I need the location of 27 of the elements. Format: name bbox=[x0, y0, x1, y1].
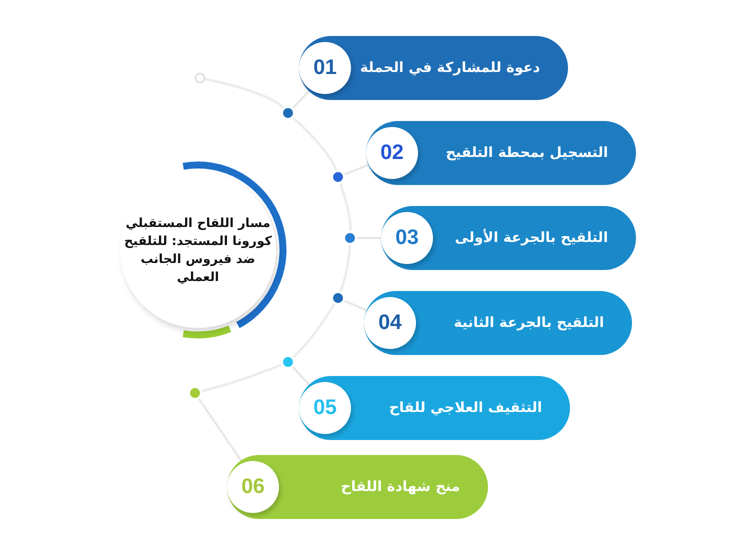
number-badge: 04 bbox=[364, 297, 416, 349]
step-pill bbox=[364, 291, 632, 355]
connector-line bbox=[198, 398, 242, 462]
step-pill bbox=[299, 376, 570, 440]
connector-line bbox=[292, 366, 310, 386]
timeline-dot bbox=[331, 291, 345, 305]
timeline-dot bbox=[331, 170, 345, 184]
timeline-dot bbox=[343, 231, 357, 245]
step-label: دعوة للمشاركة في الحملة bbox=[360, 59, 540, 78]
step-pill bbox=[299, 36, 568, 100]
connector-line bbox=[344, 164, 369, 176]
step-label: التلقيح بالجرعة الأولى bbox=[454, 228, 608, 248]
step-label: منح شهادة اللقاح bbox=[340, 478, 460, 497]
number-badge: 05 bbox=[299, 382, 351, 434]
number-badge: 03 bbox=[381, 212, 433, 264]
connector-line bbox=[344, 300, 368, 312]
timeline-dot bbox=[188, 386, 202, 400]
number-badge: 01 bbox=[299, 42, 351, 94]
timeline-dot bbox=[281, 355, 295, 369]
step-label: التثقيف العلاجي للقاح bbox=[389, 399, 542, 418]
connector-line bbox=[292, 90, 310, 109]
timeline-dot bbox=[281, 106, 295, 120]
number-badge: 02 bbox=[366, 127, 418, 179]
title-text: مسار اللقاح المستقبلي كورونا المستجد: للتلقيح ضد فيروس الجانب العملي bbox=[123, 214, 273, 286]
number-badge: 06 bbox=[227, 461, 279, 513]
step-label: التلقيح بالجرعة الثانية bbox=[454, 314, 604, 333]
step-label: التسجيل بمحطة التلقيح bbox=[446, 144, 608, 163]
